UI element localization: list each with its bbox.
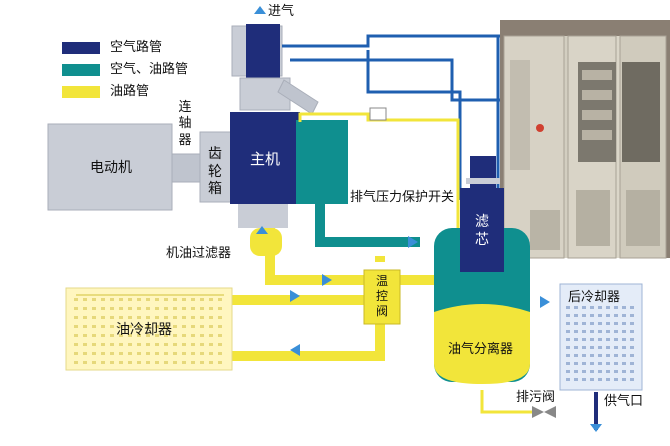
legend-oil-pipe: 油路管 — [62, 84, 149, 100]
main-unit-label: 主机 — [250, 150, 281, 168]
separator-label: 油气分离器 — [448, 342, 514, 357]
motor — [47, 123, 201, 211]
oil-cooler-fins — [74, 298, 222, 364]
coupling-label: 连轴器 — [178, 100, 192, 148]
pressure-switch-label: 排气压力保护开关 — [350, 190, 455, 205]
gearbox-label: 齿轮箱 — [208, 146, 222, 197]
oil-filter — [250, 228, 282, 256]
filter-core-label: 滤芯 — [475, 214, 489, 248]
check-valve — [369, 107, 387, 121]
air-oil-pipe — [315, 204, 420, 247]
oil-cooler-label: 油冷却器 — [116, 322, 172, 338]
legend-label-oil: 油路管 — [110, 84, 150, 100]
thermo-valve-label: 温控阀 — [375, 274, 388, 318]
legend-swatch-air — [62, 42, 100, 54]
main-unit — [230, 24, 348, 228]
oil-pipes-thin — [298, 112, 540, 414]
legend-label-air: 空气路管 — [110, 40, 163, 56]
separator — [434, 156, 530, 384]
legend-label-air-oil: 空气、油路管 — [110, 62, 189, 78]
after-cooler-fins — [566, 306, 634, 381]
drain-valve-label: 排污阀 — [516, 390, 556, 405]
air-inlet-label: 进气 — [268, 4, 295, 19]
legend-air-pipe: 空气路管 — [62, 40, 162, 56]
motor-label: 电动机 — [90, 160, 132, 176]
air-outlet-label: 供气口 — [604, 394, 644, 409]
legend-air-oil-pipe: 空气、油路管 — [62, 62, 188, 78]
cabinet-photo — [500, 20, 670, 259]
oil-cooler — [65, 287, 233, 371]
flow-arrows — [254, 6, 550, 356]
legend-swatch-oil — [62, 86, 100, 98]
drain-valve-symbol — [532, 406, 556, 418]
legend-swatch-air-oil — [62, 64, 100, 76]
gearbox — [199, 131, 235, 203]
after-cooler-label: 后冷却器 — [568, 290, 621, 305]
thermo-valve — [363, 269, 401, 325]
oil-filter-label: 机油过滤器 — [166, 246, 232, 261]
